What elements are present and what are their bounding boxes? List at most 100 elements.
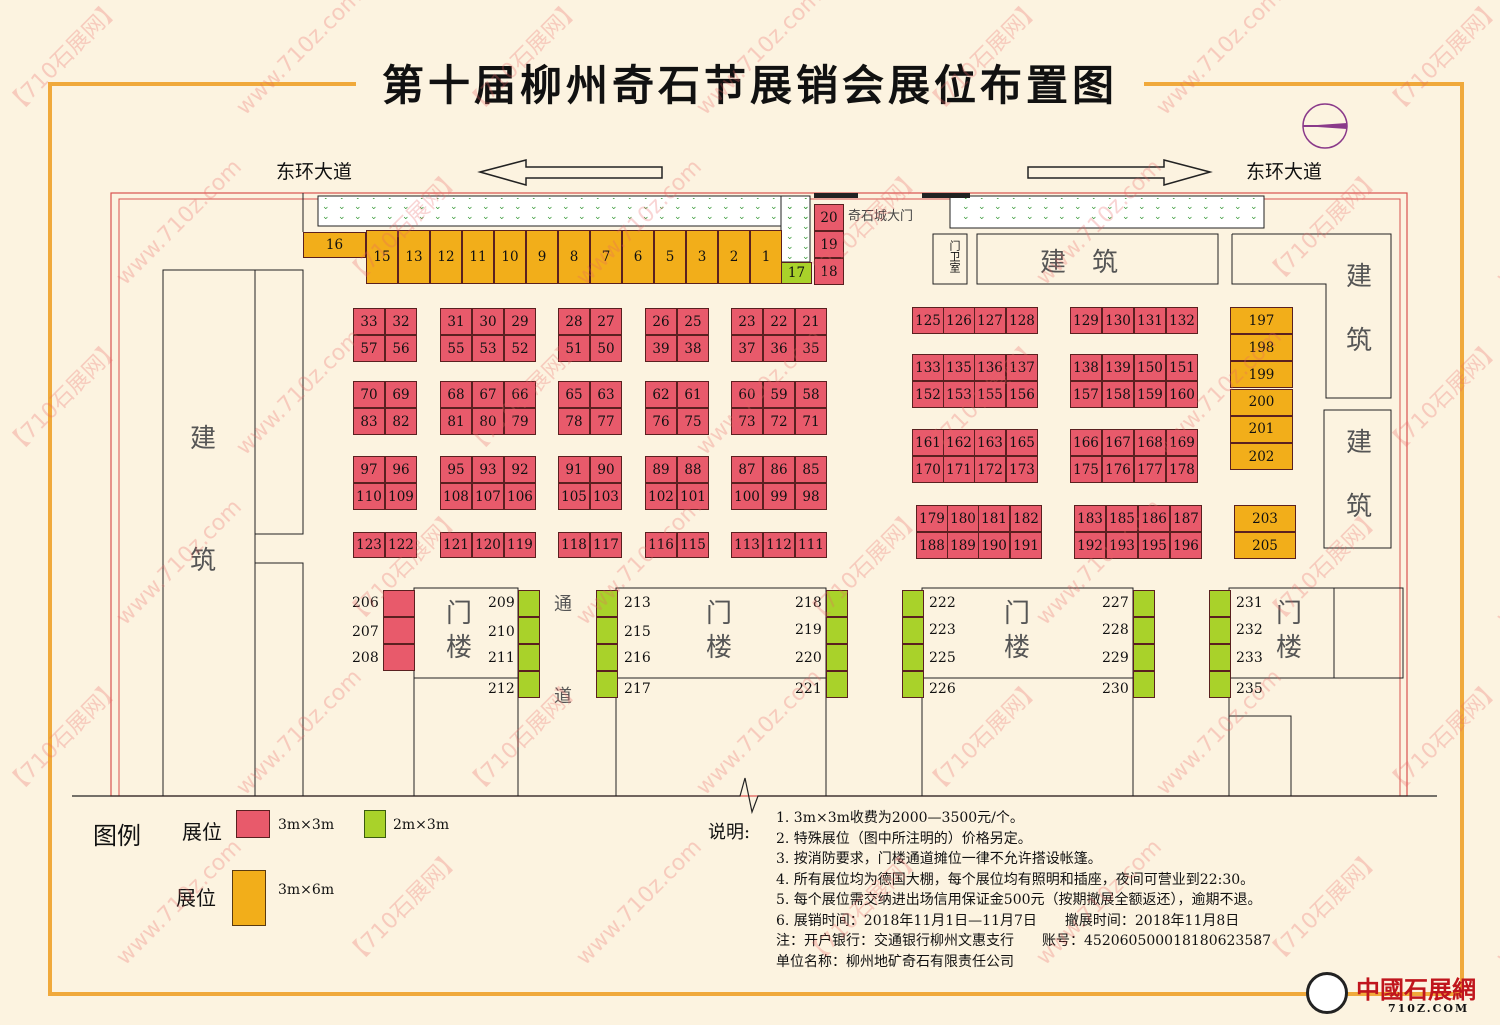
booth- <box>1209 644 1231 671</box>
building-west-label: 建 <box>190 424 217 454</box>
booth-159: 159 <box>1134 381 1166 408</box>
note-line: 6. 展销时间：2018年11月1日—11月7日 撤展时间：2018年11月8日 <box>776 912 1240 929</box>
legend-size-3x6: 3m×6m <box>278 882 335 898</box>
booth-135: 135 <box>943 354 975 381</box>
booth-77: 77 <box>590 408 622 435</box>
booth-128: 128 <box>1006 307 1038 334</box>
booth- <box>1209 671 1231 698</box>
booth- <box>902 590 924 617</box>
booth-132: 132 <box>1166 307 1198 334</box>
booth-170: 170 <box>912 456 944 483</box>
note-line: 单位名称：柳州地矿奇石有限责任公司 <box>776 953 1014 970</box>
booth-111: 111 <box>795 532 827 558</box>
booth-172: 172 <box>974 456 1006 483</box>
booth-178: 178 <box>1166 456 1198 483</box>
booth-label-232: 232 <box>1236 622 1263 638</box>
gate-tower-label-4: 门楼 <box>1276 599 1303 663</box>
booth-30: 30 <box>472 308 504 335</box>
building-ne-label: 建 <box>1346 262 1373 292</box>
booth-label-211: 211 <box>488 650 515 666</box>
building-north-label: 建筑 <box>1040 248 1145 278</box>
booth-106: 106 <box>504 483 536 510</box>
booth-label-216: 216 <box>624 650 651 666</box>
note-line: 3. 按消防要求，门楼通道摊位一律不允许搭设帐篷。 <box>776 851 1102 867</box>
booth-200: 200 <box>1230 388 1293 416</box>
booth- <box>1209 590 1231 617</box>
arrow-right-icon <box>1027 159 1213 186</box>
booth-107: 107 <box>472 483 504 510</box>
booth-183: 183 <box>1074 505 1106 532</box>
booth-115: 115 <box>677 532 709 558</box>
booth-191: 191 <box>1010 532 1042 559</box>
booth-129: 129 <box>1070 307 1102 334</box>
booth-138: 138 <box>1070 354 1102 381</box>
booth-label-227: 227 <box>1102 595 1129 611</box>
booth-199: 199 <box>1230 361 1293 389</box>
booth-label-226: 226 <box>929 681 956 697</box>
booth-189: 189 <box>947 532 979 559</box>
booth-165: 165 <box>1006 429 1038 456</box>
booth-28: 28 <box>558 308 590 335</box>
booth-15: 15 <box>366 230 398 284</box>
booth-136: 136 <box>974 354 1006 381</box>
booth-177: 177 <box>1134 456 1166 483</box>
booth-55: 55 <box>440 335 472 362</box>
booth-190: 190 <box>978 532 1010 559</box>
passage-label-bottom: 道 <box>554 686 572 707</box>
booth-37: 37 <box>731 335 763 362</box>
legend-swatch-2x3 <box>364 810 386 838</box>
booth-173: 173 <box>1006 456 1038 483</box>
booth-62: 62 <box>645 381 677 408</box>
booth-5: 5 <box>654 230 686 284</box>
booth-60: 60 <box>731 381 763 408</box>
booth-label-228: 228 <box>1102 622 1129 638</box>
booth-76: 76 <box>645 408 677 435</box>
booth-3: 3 <box>686 230 718 284</box>
booth-137: 137 <box>1006 354 1038 381</box>
booth-91: 91 <box>558 456 590 483</box>
booth-81: 81 <box>440 408 472 435</box>
booth-52: 52 <box>504 335 536 362</box>
legend-size-2x3: 2m×3m <box>393 817 450 833</box>
road-label-left: 东环大道 <box>276 161 353 183</box>
booth-179: 179 <box>916 505 948 532</box>
page-title: 第十届柳州奇石节展销会展位布置图 <box>0 52 1500 113</box>
booth-103: 103 <box>590 483 622 510</box>
booth-label-225: 225 <box>929 650 956 666</box>
booth-32: 32 <box>385 308 417 335</box>
booth-186: 186 <box>1138 505 1170 532</box>
booth-92: 92 <box>504 456 536 483</box>
booth-73: 73 <box>731 408 763 435</box>
legend-booth-label-2: 展位 <box>176 886 216 910</box>
booth-83: 83 <box>353 408 385 435</box>
booth-127: 127 <box>974 307 1006 334</box>
booth-label-218: 218 <box>795 595 822 611</box>
booth- <box>383 644 415 671</box>
booth-82: 82 <box>385 408 417 435</box>
booth-79: 79 <box>504 408 536 435</box>
booth- <box>1133 617 1155 644</box>
booth-label-223: 223 <box>929 622 956 638</box>
booth-11: 11 <box>462 230 494 284</box>
booth-196: 196 <box>1170 532 1202 559</box>
booth-label-209: 209 <box>488 595 515 611</box>
booth-70: 70 <box>353 381 385 408</box>
booth-label-213: 213 <box>624 595 651 611</box>
booth-label-231: 231 <box>1236 595 1263 611</box>
note-line: 4. 所有展位均为德国大棚，每个展位均有照明和插座，夜间可营业到22:30。 <box>776 871 1255 888</box>
booth-155: 155 <box>974 381 1006 408</box>
booth-112: 112 <box>763 532 795 558</box>
booth-label-215: 215 <box>624 624 651 640</box>
booth-label-222: 222 <box>929 595 956 611</box>
booth-85: 85 <box>795 456 827 483</box>
booth-59: 59 <box>763 381 795 408</box>
booth-101: 101 <box>677 483 709 510</box>
booth- <box>518 617 540 644</box>
legend-swatch-3x6 <box>232 870 266 926</box>
booth-33: 33 <box>353 308 385 335</box>
booth-label-219: 219 <box>795 622 822 638</box>
booth-175: 175 <box>1070 456 1102 483</box>
gate-tower-label-3: 门楼 <box>1004 599 1031 663</box>
booth-label-210: 210 <box>488 624 515 640</box>
